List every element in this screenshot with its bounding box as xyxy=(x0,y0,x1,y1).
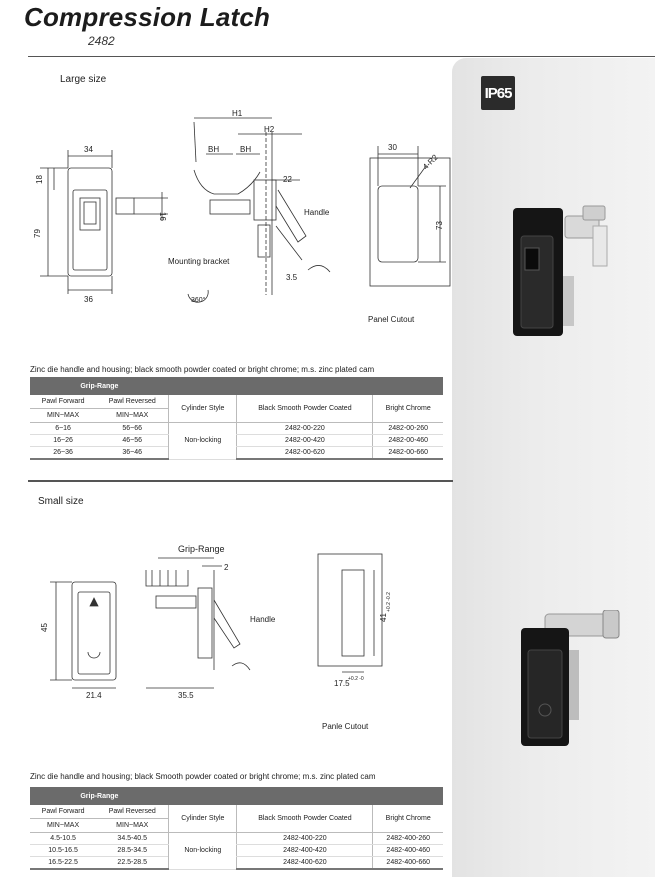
pawl-forward-cell: 6~16 xyxy=(30,422,97,435)
black-part-number: 2482-400-420 xyxy=(236,844,373,857)
section-divider xyxy=(28,480,453,482)
dim-h1: H1 xyxy=(232,109,243,118)
pawl-reversed-header: Pawl Reversed xyxy=(96,395,169,409)
min-max-label: MIN~MAX xyxy=(30,818,97,833)
handle-label: Handle xyxy=(304,208,330,217)
dim-41-tolerance: +0.2 -0.2 xyxy=(386,592,392,612)
pawl-reversed-cell: 36~46 xyxy=(96,446,169,460)
dim-34: 34 xyxy=(84,145,93,154)
dim-30: 30 xyxy=(388,143,397,152)
pawl-forward-cell: 26~36 xyxy=(30,446,97,460)
pawl-forward-cell: 16.5-22.5 xyxy=(30,856,97,870)
cylinder-style-cell: Non-locking xyxy=(168,832,237,870)
dim-16: 16 xyxy=(158,212,167,221)
dim-79: 79 xyxy=(33,229,42,238)
dim-18: 18 xyxy=(35,175,44,184)
mounting-bracket-label: Mounting bracket xyxy=(168,257,230,266)
dim-45: 45 xyxy=(40,623,49,632)
pawl-reversed-cell: 22.5-28.5 xyxy=(96,856,169,870)
black-coated-header: Black Smooth Powder Coated xyxy=(236,395,373,423)
cylinder-style-header: Cylinder Style xyxy=(168,805,237,833)
chrome-part-number: 2482-400-660 xyxy=(372,856,443,870)
small-description: Zinc die handle and housing; black Smoot… xyxy=(30,772,376,781)
pawl-reversed-cell: 46~56 xyxy=(96,434,169,447)
pawl-forward-cell: 10.5-16.5 xyxy=(30,844,97,857)
pawl-reversed-cell: 28.5-34.5 xyxy=(96,844,169,857)
pawl-forward-header: Pawl Forward xyxy=(30,395,97,409)
min-max-label: MIN~MAX xyxy=(96,408,169,423)
table-row: 4.5-10.5 34.5-40.5 Non-locking 2482-400-… xyxy=(30,832,443,870)
chrome-part-number: 2482-400-260 xyxy=(372,832,443,845)
grip-range-header: Grip-Range xyxy=(30,377,169,395)
min-max-label: MIN~MAX xyxy=(30,408,97,423)
model-number: 2482 xyxy=(88,34,115,48)
large-latch-photo xyxy=(513,205,608,336)
black-part-number: 2482-00-620 xyxy=(236,446,373,460)
large-spec-table: Grip-Range Pawl Forward Pawl Reversed Cy… xyxy=(30,377,443,460)
pawl-reversed-cell: 34.5-40.5 xyxy=(96,832,169,845)
bright-chrome-header: Bright Chrome xyxy=(372,395,443,423)
dim-h2: H2 xyxy=(264,125,275,134)
black-coated-header: Black Smooth Powder Coated xyxy=(236,805,373,833)
large-size-drawing: 34 18 79 16 36 H1 H2 BH BH 22 3.5 Handle… xyxy=(33,109,451,324)
small-latch-photo xyxy=(521,610,620,746)
panle-cutout-label: Panle Cutout xyxy=(322,722,369,731)
table-row: 26~36 36~46 2482-00-620 2482-00-660 xyxy=(30,446,443,460)
dim-36: 36 xyxy=(84,295,93,304)
pawl-forward-cell: 4.5-10.5 xyxy=(30,832,97,845)
pawl-reversed-cell: 56~66 xyxy=(96,422,169,435)
dim-35-5: 35.5 xyxy=(178,691,194,700)
dim-41: 41 xyxy=(379,613,388,622)
small-size-drawing: 45 21.4 Grip-Range 2 35.5 Handle 41 +0.2… xyxy=(40,544,392,731)
dim-3-5: 3.5 xyxy=(286,273,298,282)
grip-range-header: Grip-Range xyxy=(30,787,169,805)
header-rule xyxy=(28,56,655,57)
chrome-part-number: 2482-400-460 xyxy=(372,844,443,857)
table-row: 16.5-22.5 22.5-28.5 2482-400-620 2482-40… xyxy=(30,856,443,870)
dim-17-5: 17.5 xyxy=(334,679,350,688)
large-description: Zinc die handle and housing; black smoot… xyxy=(30,365,375,374)
black-part-number: 2482-400-620 xyxy=(236,856,373,870)
black-part-number: 2482-400-220 xyxy=(236,832,373,845)
small-spec-table: Grip-Range Pawl Forward Pawl Reversed Cy… xyxy=(30,787,443,870)
panel-cutout-label: Panel Cutout xyxy=(368,315,415,324)
table-row: 10.5-16.5 28.5-34.5 2482-400-420 2482-40… xyxy=(30,844,443,857)
table-row: 16~26 46~56 2482-00-420 2482-00-460 xyxy=(30,434,443,447)
pawl-forward-cell: 16~26 xyxy=(30,434,97,447)
grip-range-dim: Grip-Range xyxy=(178,544,225,554)
dim-bh-1: BH xyxy=(208,145,219,154)
dim-73: 73 xyxy=(435,221,444,230)
rotation-360-icon: 360° xyxy=(191,296,206,304)
dim-21-4: 21.4 xyxy=(86,691,102,700)
black-part-number: 2482-00-420 xyxy=(236,434,373,447)
chrome-part-number: 2482-00-260 xyxy=(372,422,443,435)
bright-chrome-header: Bright Chrome xyxy=(372,805,443,833)
table-row: 6~16 56~66 Non-locking 2482-00-220 2482-… xyxy=(30,422,443,460)
cylinder-style-header: Cylinder Style xyxy=(168,395,237,423)
pawl-forward-header: Pawl Forward xyxy=(30,805,97,819)
ip65-badge: IP65 xyxy=(481,76,515,110)
dim-17-5-tolerance: +0.2 -0 xyxy=(348,676,364,682)
pawl-reversed-header: Pawl Reversed xyxy=(96,805,169,819)
large-size-label: Large size xyxy=(60,74,107,85)
black-part-number: 2482-00-220 xyxy=(236,422,373,435)
small-handle-label: Handle xyxy=(250,615,276,624)
min-max-label: MIN~MAX xyxy=(96,818,169,833)
chrome-part-number: 2482-00-660 xyxy=(372,446,443,460)
dim-22: 22 xyxy=(283,175,292,184)
dim-bh-2: BH xyxy=(240,145,251,154)
chrome-part-number: 2482-00-460 xyxy=(372,434,443,447)
cylinder-style-cell: Non-locking xyxy=(168,422,237,460)
page-title: Compression Latch xyxy=(24,2,271,32)
dim-2: 2 xyxy=(224,563,229,572)
dim-4-r2: 4-R2 xyxy=(421,152,440,171)
product-photo-panel xyxy=(452,58,655,877)
small-size-label: Small size xyxy=(38,496,84,507)
